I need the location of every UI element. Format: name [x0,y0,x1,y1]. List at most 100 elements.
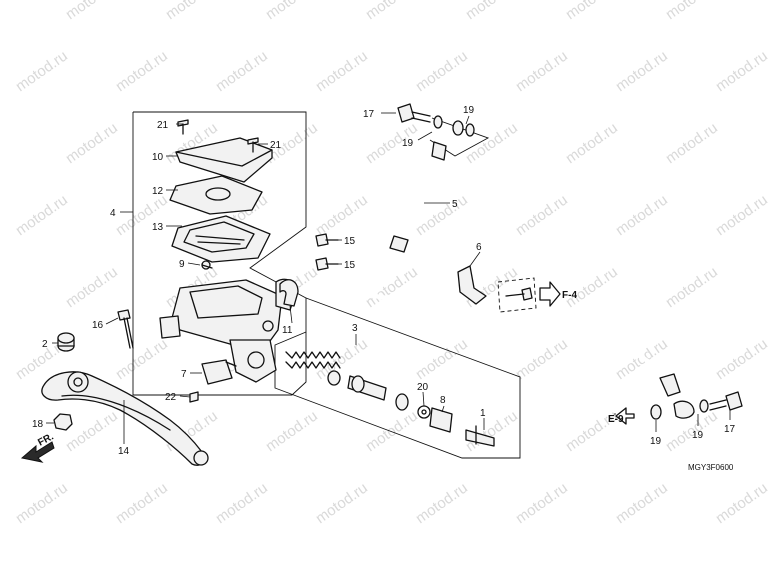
callout-14: 14 [118,446,130,457]
watermark-text: motod.ru [663,263,721,311]
piston [347,375,387,401]
ref-arrow-f4 [539,281,561,307]
mounting-bolts-15 [315,233,339,271]
callout-labels: 21 21 10 12 13 4 9 15 15 5 1 7 19 19 6 16… [32,105,736,457]
piston-seal [395,393,409,411]
callout-1: 1 [480,408,486,419]
watermark-text: motod.ru [313,47,371,95]
watermark-text: motod.ru [263,0,321,23]
watermark-text: motod.ru [613,191,671,239]
callout-5: 5 [452,199,458,210]
callout-13: 13 [152,222,164,233]
piston-kit-group-frame [274,297,521,459]
clutch-lever [41,371,209,466]
ref-arrow-e9 [615,407,635,425]
holder-11 [279,279,299,307]
watermark-text: motod.ru [313,335,371,383]
lower-banjo-bolt [650,391,743,420]
watermark-text: motod.ru [163,0,221,23]
callout-4: 4 [110,208,116,219]
clamp-bolt [497,277,537,313]
piston-cup [327,370,341,386]
reservoir-diaphragm [171,215,271,263]
reservoir-screws [177,119,259,153]
callout-19-lower-right: 19 [692,430,704,441]
upper-banjo-bolt [397,103,475,137]
callout-22: 22 [165,392,177,403]
watermark-text: motod.ru [663,0,721,23]
watermark-text: motod.ru [713,479,768,527]
callout-21-lower: 21 [270,140,282,151]
callout-12: 12 [152,186,164,197]
watermark-text: motod.ru [113,479,171,527]
watermark-text: motod.ru [613,47,671,95]
master-cylinder-group-frame [132,111,307,396]
callout-6: 6 [476,242,482,253]
watermark-text: motod.ru [563,0,621,23]
watermark-text: motod.ru [563,119,621,167]
watermark-text: motod.ru [13,47,71,95]
callout-19-upper-left: 19 [402,138,414,149]
lever-pivot-cap [57,332,75,352]
watermark-text: motod.ru [413,191,471,239]
watermark-text: motod.ru [413,335,471,383]
watermark-text: motod.ru [363,0,421,23]
watermark-text: motod.ru [313,191,371,239]
boot-8 [429,407,453,433]
callout-2: 2 [42,339,48,350]
pivot-bolt-16 [117,309,134,349]
circlip-20 [417,405,431,419]
watermark-text: motod.ru [463,0,521,23]
callout-11: 11 [282,325,293,336]
callout-19-lower-left: 19 [650,436,662,447]
callout-15-lower: 15 [344,260,356,271]
callout-7: 7 [181,369,187,380]
switch-screw-22 [189,391,199,403]
callout-9: 9 [179,259,185,270]
watermark-text: motod.ru [113,335,171,383]
callout-3: 3 [352,323,358,334]
push-rod-1 [465,425,495,447]
watermark-text: motod.ru [63,407,121,455]
watermark-text: motod.ru [563,263,621,311]
ref-label-f4: F-4 [562,290,577,301]
ref-label-e9: E-9 [608,414,624,425]
callout-16: 16 [92,320,104,331]
watermark-text: motod.ru [263,407,321,455]
watermark-text: motod.ru [213,47,271,95]
small-screw-9 [201,260,213,270]
callout-15-upper: 15 [344,236,356,247]
callout-18: 18 [32,419,44,430]
watermark-text: motod.ru [63,119,121,167]
callout-20: 20 [417,382,429,393]
callout-21-upper: 21 [157,120,169,131]
watermark-text: motod.ru [13,479,71,527]
watermark-text: motod.ru [313,479,371,527]
watermark-text: motod.ru [63,263,121,311]
watermark-text: motod.ru [513,191,571,239]
watermark-text: motod.ru [513,335,571,383]
watermark-text: motod.ru [63,0,121,23]
front-arrow [20,441,55,463]
watermark-text: motod.ru [413,47,471,95]
watermark-text: motod.ru [713,191,768,239]
callout-10: 10 [152,152,164,163]
watermark-text: motod.ru [113,47,171,95]
callout-19-upper-right: 19 [463,105,475,116]
watermark-text: motod.ru [513,47,571,95]
clutch-switch [201,359,237,385]
piston-spring [285,351,341,369]
reservoir-cap [175,137,273,183]
callout-8: 8 [440,395,446,406]
reservoir-plate [169,175,263,215]
watermark-text: motod.ru [663,119,721,167]
diagram-code: MGY3F0600 [688,463,734,472]
watermark-text: motod.ru [513,479,571,527]
leader-lines [46,112,731,444]
watermark-text: motod.ru [213,479,271,527]
watermark-text: motod.ru [713,47,768,95]
lever-pivot-nut [53,413,73,431]
watermark-text: motod.ru [613,479,671,527]
watermark-text: motod.ru [413,479,471,527]
